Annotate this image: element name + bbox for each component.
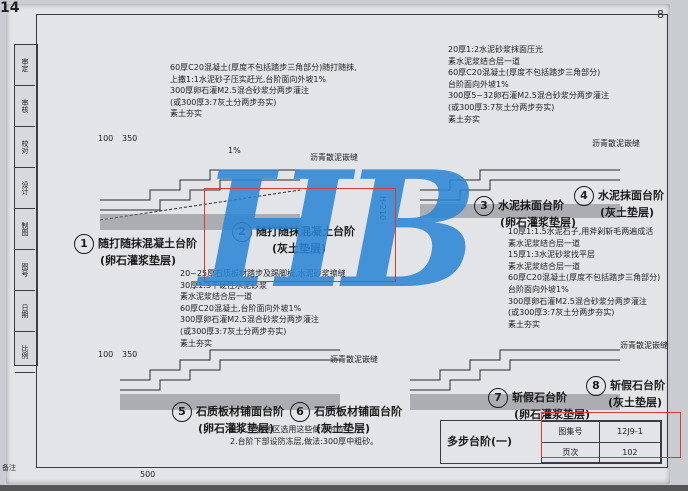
note-line: 300厚5~32卵石灌M2.5混合砂浆分两步灌注 xyxy=(448,91,609,101)
strip-cell: 审核 xyxy=(15,86,35,127)
strip-cell: 审定 xyxy=(15,45,35,86)
note-line: 30厚1:3干硬性水泥砂浆 xyxy=(180,280,268,290)
item-title: 石质板材铺面台阶 xyxy=(196,405,284,418)
note-line: 上撒1:1水泥砂子压实赶光,台阶面向外坡1% xyxy=(170,74,327,84)
gap-label: 沥青散泥嵌缝 xyxy=(310,153,358,162)
note-line: 15厚1:3水泥砂浆找平层 xyxy=(508,250,596,260)
dim-350-b: 350 xyxy=(122,350,138,359)
note-line: 300厚卵石灌M2.5混合砂浆分两步灌注 xyxy=(508,296,647,306)
gap-label-2: 沥青散泥嵌缝 xyxy=(592,139,640,148)
drawing-title: 多步台阶(一) xyxy=(447,435,513,448)
item-number: 6 xyxy=(290,402,310,422)
item-sub: (卵石灌浆垫层) xyxy=(100,254,177,267)
item-title: 水泥抹面台阶 xyxy=(598,189,664,202)
item-number: 5 xyxy=(172,402,192,422)
note-line: 注:1.严寒地区选用这些做法时应 xyxy=(230,425,345,434)
highlight-box xyxy=(541,412,681,458)
item-label-6: 6 石质板材铺面台阶 (灰土垫层) xyxy=(290,402,402,436)
note-line: 300厚卵石灌M2.5混合砂浆分两步灌注 xyxy=(170,86,309,96)
notes-top-left: 60厚C20混凝土(厚度不包括踏步三角部分)随打随抹, 上撒1:1水泥砂子压实赶… xyxy=(170,62,357,120)
item-label-5: 5 石质板材铺面台阶 (卵石灌浆垫层) xyxy=(172,402,284,436)
title-block: 多步台阶(一) 图集号 12J9-1 页次 102 xyxy=(440,420,662,464)
scan-edge xyxy=(0,485,688,491)
dim-350: 350 xyxy=(122,134,138,143)
note-line: 300厚卵石灌M2.5混合砂浆分两步灌注 xyxy=(180,315,319,325)
item-title: 斩假石台阶 xyxy=(610,379,665,392)
signature-strip: 审定 审核 校对 设计 制图 图号 日期 比例 xyxy=(14,44,38,373)
strip-cell: 图号 xyxy=(15,250,35,291)
item-label-1: 1 随打随抹混凝土台阶 (卵石灌浆垫层) xyxy=(74,234,197,268)
item-sub: (灰土垫层) xyxy=(316,422,371,435)
note-line: 素土夯实 xyxy=(180,338,212,348)
item-label-4: 4 水泥抹面台阶 (灰土垫层) xyxy=(574,186,664,220)
watermark-logo: HB xyxy=(200,136,478,324)
gap-label-3: 沥青散泥嵌缝 xyxy=(330,355,378,364)
note-line: 2.台阶下部设防冻层,做法:300厚中粗砂。 xyxy=(230,437,379,446)
item-sub: (卵石灌浆垫层) xyxy=(514,408,591,421)
item-number: 7 xyxy=(488,388,508,408)
note-line: 素土夯实 xyxy=(508,319,540,329)
item-number: 1 xyxy=(74,234,94,254)
notes-mid-right: 10厚1:1.5水泥石子,用斧剁斩毛两遍成活 素水泥浆结合层一道 15厚1:3水… xyxy=(508,226,660,330)
note-line: 素水泥浆结合层一道 xyxy=(180,292,252,302)
item-label-3: 3 水泥抹面台阶 (卵石灌浆垫层) xyxy=(474,196,576,230)
note-line: 素水泥浆结合层一道 xyxy=(448,56,520,66)
note-line: 台阶面向外坡1% xyxy=(448,79,509,89)
top-right-mark: 8 xyxy=(657,8,664,21)
notes-mid-left: 20~25厚石质板材踏步及踢脚板,水泥砂浆擦缝 30厚1:3干硬性水泥砂浆 素水… xyxy=(180,268,346,349)
note-line: (或300厚3:7灰土分两步夯实) xyxy=(180,326,287,336)
strip-cell: 日期 xyxy=(15,291,35,332)
bottom-notes: 注:1.严寒地区选用这些做法时应 2.台阶下部设防冻层,做法:300厚中粗砂。 xyxy=(230,424,378,448)
notes-top-right: 20厚1:2水泥砂浆抹面压光 素水泥浆结合层一道 60厚C20混凝土(厚度不包括… xyxy=(448,44,609,125)
dim-500: 500 xyxy=(140,470,156,479)
strip-cell: 校对 xyxy=(15,127,35,168)
note-line: 台阶面向外坡1% xyxy=(508,284,569,294)
item-title: 随打随抹混凝土台阶 xyxy=(98,237,197,250)
item-sub: (卵石灌浆垫层) xyxy=(500,216,577,229)
side-note: 备注 xyxy=(2,464,16,472)
dim-slope: 1% xyxy=(228,146,241,155)
strip-cell: 设计 xyxy=(15,168,35,209)
note-line: 素土夯实 xyxy=(448,114,480,124)
drawing-frame xyxy=(36,14,668,468)
note-line: 60厚C20混凝土(厚度不包括踏步三角部分) xyxy=(508,273,661,283)
corner-mark: 14 xyxy=(0,0,20,16)
dim-100: 100 xyxy=(98,134,114,143)
strip-cell: 比例 xyxy=(15,332,35,373)
note-line: 60厚C20混凝土(厚度不包括踏步三角部分)随打随抹, xyxy=(170,63,357,72)
item-label-8: 8 斩假石台阶 (灰土垫层) xyxy=(586,376,676,410)
note-line: 20厚1:2水泥砂浆抹面压光 xyxy=(448,45,544,54)
note-line: 20~25厚石质板材踏步及踢脚板,水泥砂浆擦缝 xyxy=(180,269,346,278)
gap-label-4: 沥青散泥嵌缝 xyxy=(620,341,668,350)
item-sub: (灰土垫层) xyxy=(272,242,327,255)
item-number: 8 xyxy=(586,376,606,396)
item-title: 随打随抹混凝土台阶 xyxy=(256,225,355,238)
height-label: H-210 xyxy=(378,196,387,221)
item-label-7: 7 斩假石台阶 (卵石灌浆垫层) xyxy=(488,388,590,422)
item-number: 3 xyxy=(474,196,494,216)
note-line: 60厚C20混凝土(厚度不包括踏步三角部分) xyxy=(448,68,601,78)
note-line: 60厚C20混凝土,台阶面向外坡1% xyxy=(180,303,302,313)
note-line: 10厚1:1.5水泥石子,用斧剁斩毛两遍成活 xyxy=(508,227,654,236)
note-line: (或300厚3:7灰土分两步夯实) xyxy=(170,97,277,107)
note-line: (或300厚3:7灰土分两步夯实) xyxy=(448,102,555,112)
item-title: 水泥抹面台阶 xyxy=(498,199,564,212)
note-line: (或300厚3:7灰土分两步夯实) xyxy=(508,308,615,318)
highlight-box xyxy=(204,188,396,282)
strip-cell: 制图 xyxy=(15,209,35,250)
item-title: 斩假石台阶 xyxy=(512,391,567,404)
item-sub: (灰土垫层) xyxy=(608,396,663,409)
item-sub: (灰土垫层) xyxy=(600,206,655,219)
item-sub: (卵石灌浆垫层) xyxy=(198,422,275,435)
note-line: 素水泥浆结合层一道 xyxy=(508,238,580,248)
item-number: 4 xyxy=(574,186,594,206)
item-title: 石质板材铺面台阶 xyxy=(314,405,402,418)
note-line: 素土夯实 xyxy=(170,109,202,119)
note-line: 素水泥浆结合层一道 xyxy=(508,261,580,271)
dim-100-b: 100 xyxy=(98,350,114,359)
